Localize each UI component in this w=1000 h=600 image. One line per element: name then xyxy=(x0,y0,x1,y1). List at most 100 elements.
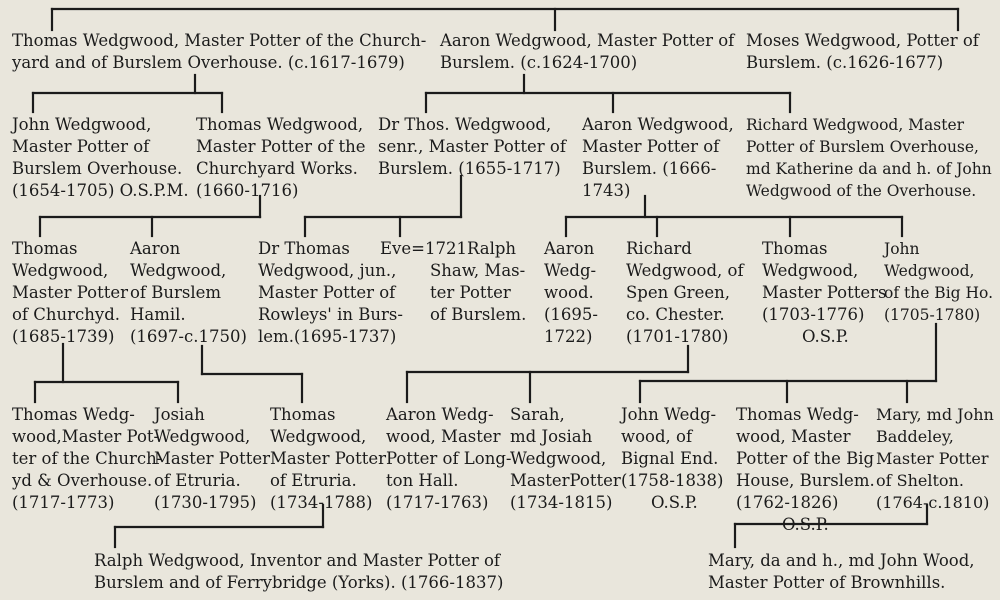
person-line: (1717-1763) xyxy=(386,493,489,512)
person-line: Ralph Wedgwood, Inventor and Master Pott… xyxy=(94,551,501,570)
person-thomas-wedgwood-1685: Thomas Wedgwood, Master Potter of Church… xyxy=(12,238,128,348)
person-line: wood, Master xyxy=(736,427,851,446)
person-line: Wedgwood, xyxy=(510,449,607,468)
person-line: Mary, md John xyxy=(876,405,994,424)
person-line: Master Potter xyxy=(876,449,989,468)
person-line: (1705-1780) xyxy=(884,306,981,324)
person-line: Richard Wedgwood, Master xyxy=(746,116,965,134)
person-josiah-wedgwood-1730: Josiah Wedgwood, Master Potter of Etruri… xyxy=(154,404,270,514)
person-line: (1695- xyxy=(544,305,599,324)
person-thomas-wedgwood-1762: Thomas Wedg- wood, Master Potter of the … xyxy=(736,404,875,536)
person-line: (1703-1776) xyxy=(762,305,865,324)
person-line: (1697-c.1750) xyxy=(130,327,247,346)
person-line: Burslem and of Ferrybridge (Yorks). (176… xyxy=(94,573,504,592)
person-john-wedgwood-big-house: John Wedgwood, of the Big Ho. (1705-1780… xyxy=(884,238,993,326)
person-line: (1764-c.1810) xyxy=(876,493,990,512)
person-line: Master Potter of xyxy=(258,283,396,302)
person-line: Master Potters xyxy=(762,283,887,302)
person-line: John Wedgwood, xyxy=(12,115,152,134)
person-line: Churchyard Works. xyxy=(196,159,358,178)
person-line: Bignal End. xyxy=(621,449,719,468)
person-line: John Wedg- xyxy=(621,405,717,424)
person-line: Eve=1721Ralph xyxy=(380,239,517,258)
person-line: Master Potter xyxy=(270,449,387,468)
person-line: Burslem Overhouse. xyxy=(12,159,183,178)
person-line: ter Potter xyxy=(430,283,511,302)
person-line: ter of the Church- xyxy=(12,449,163,468)
person-line: co. Chester. xyxy=(626,305,725,324)
person-aaron-wedgwood-c1624: Aaron Wedgwood, Master Potter of Burslem… xyxy=(440,30,734,74)
person-line: Aaron Wedgwood, Master Potter of xyxy=(440,31,735,50)
person-line: O.S.P. xyxy=(802,327,849,346)
person-line: senr., Master Potter of xyxy=(378,137,566,156)
person-line: 1743) xyxy=(582,181,631,200)
person-mary-wood-brownhills: Mary, da and h., md John Wood, Master Po… xyxy=(708,550,975,594)
person-line: yard and of Burslem Overhouse. (c.1617-1… xyxy=(12,53,405,72)
person-line: 1722) xyxy=(544,327,593,346)
person-line: (1734-1788) xyxy=(270,493,373,512)
person-line: Thomas xyxy=(762,239,828,258)
person-line: (1685-1739) xyxy=(12,327,115,346)
person-line: Wedgwood, of xyxy=(626,261,744,280)
person-line: MasterPotter xyxy=(510,471,621,490)
person-line: Thomas Wedg- xyxy=(736,405,859,424)
person-line: Master Potter of the xyxy=(196,137,366,156)
person-line: wood, of xyxy=(621,427,693,446)
person-line: yd & Overhouse. xyxy=(12,471,153,490)
person-line: Dr Thos. Wedgwood, xyxy=(378,115,552,134)
person-line: (1701-1780) xyxy=(626,327,729,346)
person-line: (1762-1826) xyxy=(736,493,839,512)
person-thomas-wedgwood-c1617: Thomas Wedgwood, Master Potter of the Ch… xyxy=(12,30,426,74)
person-sarah-wedgwood-1734: Sarah, md Josiah Wedgwood, MasterPotter … xyxy=(510,404,621,514)
person-line: Spen Green, xyxy=(626,283,730,302)
person-line: Richard xyxy=(626,239,692,258)
person-line: lem.(1695-1737) xyxy=(258,327,397,346)
person-line: Thomas xyxy=(270,405,336,424)
person-aaron-wedgwood-1697: Aaron Wedgwood, of Burslem Hamil. (1697-… xyxy=(130,238,247,348)
person-line: Wedgwood, jun., xyxy=(258,261,397,280)
person-richard-wedgwood-spen-green: Richard Wedgwood, of Spen Green, co. Che… xyxy=(626,238,744,348)
person-line: Burslem. (1666- xyxy=(582,159,717,178)
person-line: (1730-1795) xyxy=(154,493,257,512)
person-line: md Katherine da and h. of John xyxy=(746,160,992,178)
person-line: Wedgwood, xyxy=(884,262,975,280)
person-mary-baddeley-1764: Mary, md John Baddeley, Master Potter of… xyxy=(876,404,994,514)
person-line: Master Potter xyxy=(12,283,129,302)
person-line: wood. xyxy=(544,283,594,302)
person-line: Master Potter of xyxy=(582,137,720,156)
person-line: Potter of the Big xyxy=(736,449,875,468)
person-line: Thomas Wedgwood, Master Potter of the Ch… xyxy=(12,31,427,50)
person-line: Wedgwood, xyxy=(130,261,227,280)
person-line: Wedgwood, xyxy=(12,261,109,280)
person-aaron-wedgwood-1666: Aaron Wedgwood, Master Potter of Burslem… xyxy=(582,114,734,202)
person-dr-thomas-wedgwood-jun: Dr Thomas Wedgwood, jun., Master Potter … xyxy=(258,238,403,348)
person-line: Burslem. (1655-1717) xyxy=(378,159,561,178)
person-line: House, Burslem. xyxy=(736,471,875,490)
person-john-wedgwood-bignal-end: John Wedg- wood, of Bignal End. (1758-18… xyxy=(621,404,723,514)
person-line: Thomas xyxy=(12,239,78,258)
person-line: Aaron xyxy=(544,239,595,258)
person-line: Wedgwood, xyxy=(270,427,367,446)
person-line: Wedgwood, xyxy=(154,427,251,446)
person-line: John xyxy=(884,240,920,258)
person-line: Aaron xyxy=(130,239,181,258)
person-line: Wedgwood, xyxy=(762,261,859,280)
person-line: Potter of Long- xyxy=(386,449,512,468)
person-eve-and-ralph-shaw: Eve=1721Ralph Shaw, Mas- ter Potter of B… xyxy=(380,238,526,326)
person-line: Thomas Wedg- xyxy=(12,405,135,424)
person-line: Dr Thomas xyxy=(258,239,350,258)
person-line: Master Potter xyxy=(154,449,271,468)
person-line: Sarah, xyxy=(510,405,565,424)
person-line: Mary, da and h., md John Wood, xyxy=(708,551,975,570)
person-ralph-wedgwood-1766: Ralph Wedgwood, Inventor and Master Pott… xyxy=(94,550,503,594)
person-line: Wedgwood of the Overhouse. xyxy=(746,182,977,200)
person-line: Potter of Burslem Overhouse, xyxy=(746,138,979,156)
person-line: Burslem. (c.1624-1700) xyxy=(440,53,638,72)
person-line: (1758-1838) xyxy=(621,471,724,490)
person-line: Rowleys' in Burs- xyxy=(258,305,403,324)
person-line: of Churchyd. xyxy=(12,305,121,324)
person-line: of Burslem xyxy=(130,283,222,302)
person-line: (1654-1705) O.S.P.M. xyxy=(12,181,189,200)
person-line: Burslem. (c.1626-1677) xyxy=(746,53,944,72)
person-line: Moses Wedgwood, Potter of xyxy=(746,31,979,50)
